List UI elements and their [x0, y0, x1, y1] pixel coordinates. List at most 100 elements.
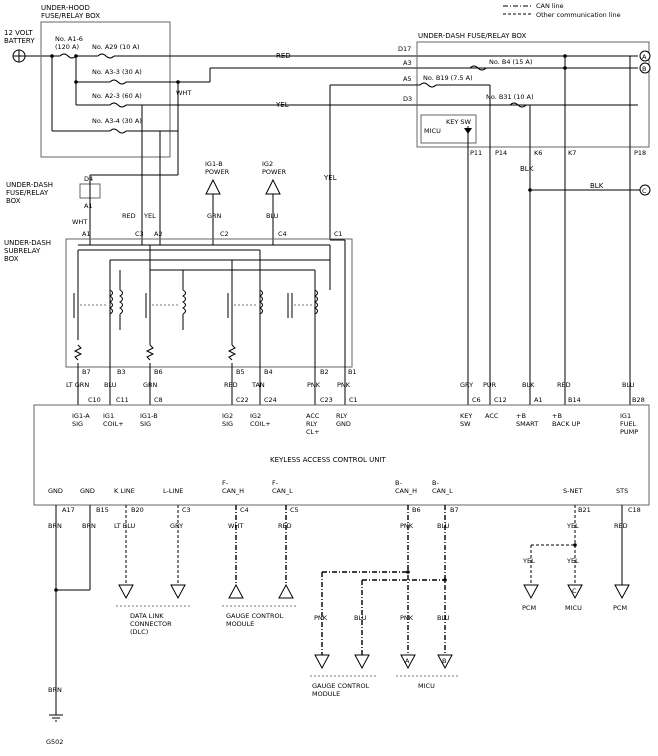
wire-brn-b15: BRN [82, 522, 96, 530]
battery: 12 VOLT BATTERY [4, 29, 48, 63]
unit-pin-b20: B20 [131, 506, 144, 514]
subrelay-title-1: UNDER-DASH [4, 239, 51, 247]
wire-gry-lline: GRY [170, 522, 183, 530]
wire-yel-top: YEL [275, 101, 289, 109]
unit-label-ig1fuel-3: PUMP [620, 428, 638, 436]
unit-pin-b15: B15 [96, 506, 109, 514]
unit-label-keysw-1: KEY [460, 412, 472, 420]
legend-can-line: CAN line [536, 2, 564, 10]
pin-d4: D4 [84, 175, 93, 183]
legend-other-line: Other communication line [536, 11, 621, 19]
wire-ltgrn: LT GRN [66, 381, 89, 389]
unit-pin-c22: C22 [236, 396, 249, 404]
gauge2-label-1: GAUGE CONTROL [312, 682, 370, 690]
unit-label-gnd2: GND [80, 487, 95, 495]
underhood-wht-label: WHT [176, 89, 191, 97]
subrelay-pin-b1: B1 [348, 368, 357, 376]
ground-g502: G502 [46, 738, 63, 746]
subrelay-pin-c4: C4 [278, 230, 287, 238]
unit-pin-a17: A17 [62, 506, 75, 514]
wire-blu-micu: BLU [437, 614, 450, 622]
pin-a5: A5 [403, 75, 412, 83]
wire-wht-fcan: WHT [228, 522, 243, 530]
subrelay-pin-c2: C2 [220, 230, 229, 238]
unit-label-bsmart-1: +B [516, 412, 526, 420]
ig2-power: IG2 POWER BLU [262, 160, 287, 245]
unit-pin-c12: C12 [494, 396, 507, 404]
unit-label-kline: K LINE [114, 487, 135, 495]
subrelay-pin-c1: C1 [334, 230, 343, 238]
fuse-a1-6-label: No. A1-6 [55, 35, 83, 43]
unit-title: KEYLESS ACCESS CONTROL UNIT [270, 456, 387, 464]
fuse-b19-label: No. B19 (7.5 A) [423, 74, 473, 82]
unit-label-ig1fuel-2: FUEL [620, 420, 637, 428]
wire-tan: TAN [251, 381, 265, 389]
connector-b-label: B [642, 65, 646, 73]
unit-label-ig1b-2: SIG [140, 420, 151, 428]
pcm-label-1: PCM [522, 604, 536, 612]
pin-k6: K6 [534, 149, 542, 157]
unit-pin-b14: B14 [568, 396, 581, 404]
subrelay-pin-b7: B7 [82, 368, 91, 376]
unit-label-gnd1: GND [48, 487, 63, 495]
pin-d17: D17 [398, 45, 411, 53]
connector-a: A [639, 50, 651, 62]
subrelay-box: UNDER-DASH SUBRELAY BOX A1 C3 A2 C2 C4 C… [4, 230, 357, 376]
pcm-label-2: PCM [613, 604, 627, 612]
keyless-access-unit: KEYLESS ACCESS CONTROL UNIT C10 C11 C8 C… [33, 396, 650, 506]
wire-yel-subrelay: YEL [143, 212, 156, 220]
fuse-a1-6-rating: (120 A) [55, 43, 79, 51]
fuse-a3-3-label: No. A3-3 (30 A) [92, 68, 142, 76]
unit-label-ig1a-1: IG1-A [72, 412, 90, 420]
wire-grn-b6: GRN [143, 381, 158, 389]
connector-c: C BLK [528, 182, 651, 196]
unit-pin-c6: C6 [472, 396, 481, 404]
wire-red-b5: RED [224, 381, 238, 389]
unit-label-bcanl-1: B- [432, 479, 439, 487]
unit-label-ig1fuel-1: IG1 [620, 412, 631, 420]
pin-d3: D3 [403, 95, 412, 103]
wire-red-top: RED [276, 52, 291, 60]
wire-blk-a1: BLK [522, 381, 535, 389]
lower-wires: BRN BRN BRN G502 LT BLU GRY DATA LINK CO… [46, 505, 630, 746]
wire-pnk-bcan: PNK [400, 522, 414, 530]
unit-pin-c4: C4 [240, 506, 249, 514]
upper-wires: LT GRN BLU GRN RED TAN PNK PNK GRY PUR B… [66, 239, 635, 405]
wire-wht-small: WHT [72, 218, 87, 226]
unit-pin-c18: C18 [628, 506, 641, 514]
subrelay-pin-b2: B2 [320, 368, 329, 376]
wire-pnk-gauge2: PNK [314, 614, 328, 622]
unit-label-fcanl-2: CAN_L [272, 487, 293, 495]
unit-label-ig1coil-1: IG1 [103, 412, 114, 420]
pin-k7: K7 [568, 149, 576, 157]
unit-label-bsmart-2: SMART [516, 420, 538, 428]
pin-p14: P14 [495, 149, 507, 157]
ig2-power-2: POWER [262, 168, 287, 176]
wire-yel-micu: YEL [566, 557, 579, 565]
unit-label-bcanh-2: CAN_H [395, 487, 417, 495]
subrelay-pin-c3: C3 [135, 230, 144, 238]
wire-ltblu: LT BLU [114, 522, 136, 530]
wire-blu-bcan: BLU [437, 522, 450, 530]
unit-pin-b28: B28 [632, 396, 645, 404]
unit-pin-c11: C11 [116, 396, 129, 404]
dlc-label-1: DATA LINK [130, 612, 164, 620]
underdash-fuse-box: UNDER-DASH FUSE/RELAY BOX D17 A3 A5 D3 N… [329, 32, 650, 390]
wire-blk-k6: BLK [520, 165, 534, 173]
unit-pin-c24: C24 [264, 396, 277, 404]
unit-label-ig2coil-1: IG2 [250, 412, 261, 420]
ig1b-power-1: IG1-B [205, 160, 223, 168]
unit-label-ig2sig-1: IG2 [222, 412, 233, 420]
unit-label-snet: S-NET [563, 487, 582, 495]
wire-blu-b28: BLU [622, 381, 635, 389]
unit-pin-c5: C5 [290, 506, 299, 514]
micu-pin-a: A [405, 657, 410, 665]
gauge1-label-2: MODULE [226, 620, 254, 628]
underhood-title-1: UNDER-HOOD [41, 4, 90, 12]
unit-pin-b21: B21 [578, 506, 591, 514]
underdash-title: UNDER-DASH FUSE/RELAY BOX [418, 32, 526, 40]
subrelay-pin-b5: B5 [236, 368, 245, 376]
unit-label-fcanl-1: F- [272, 479, 279, 487]
pin-p18: P18 [634, 149, 646, 157]
micu-label-2: MICU [565, 604, 582, 612]
